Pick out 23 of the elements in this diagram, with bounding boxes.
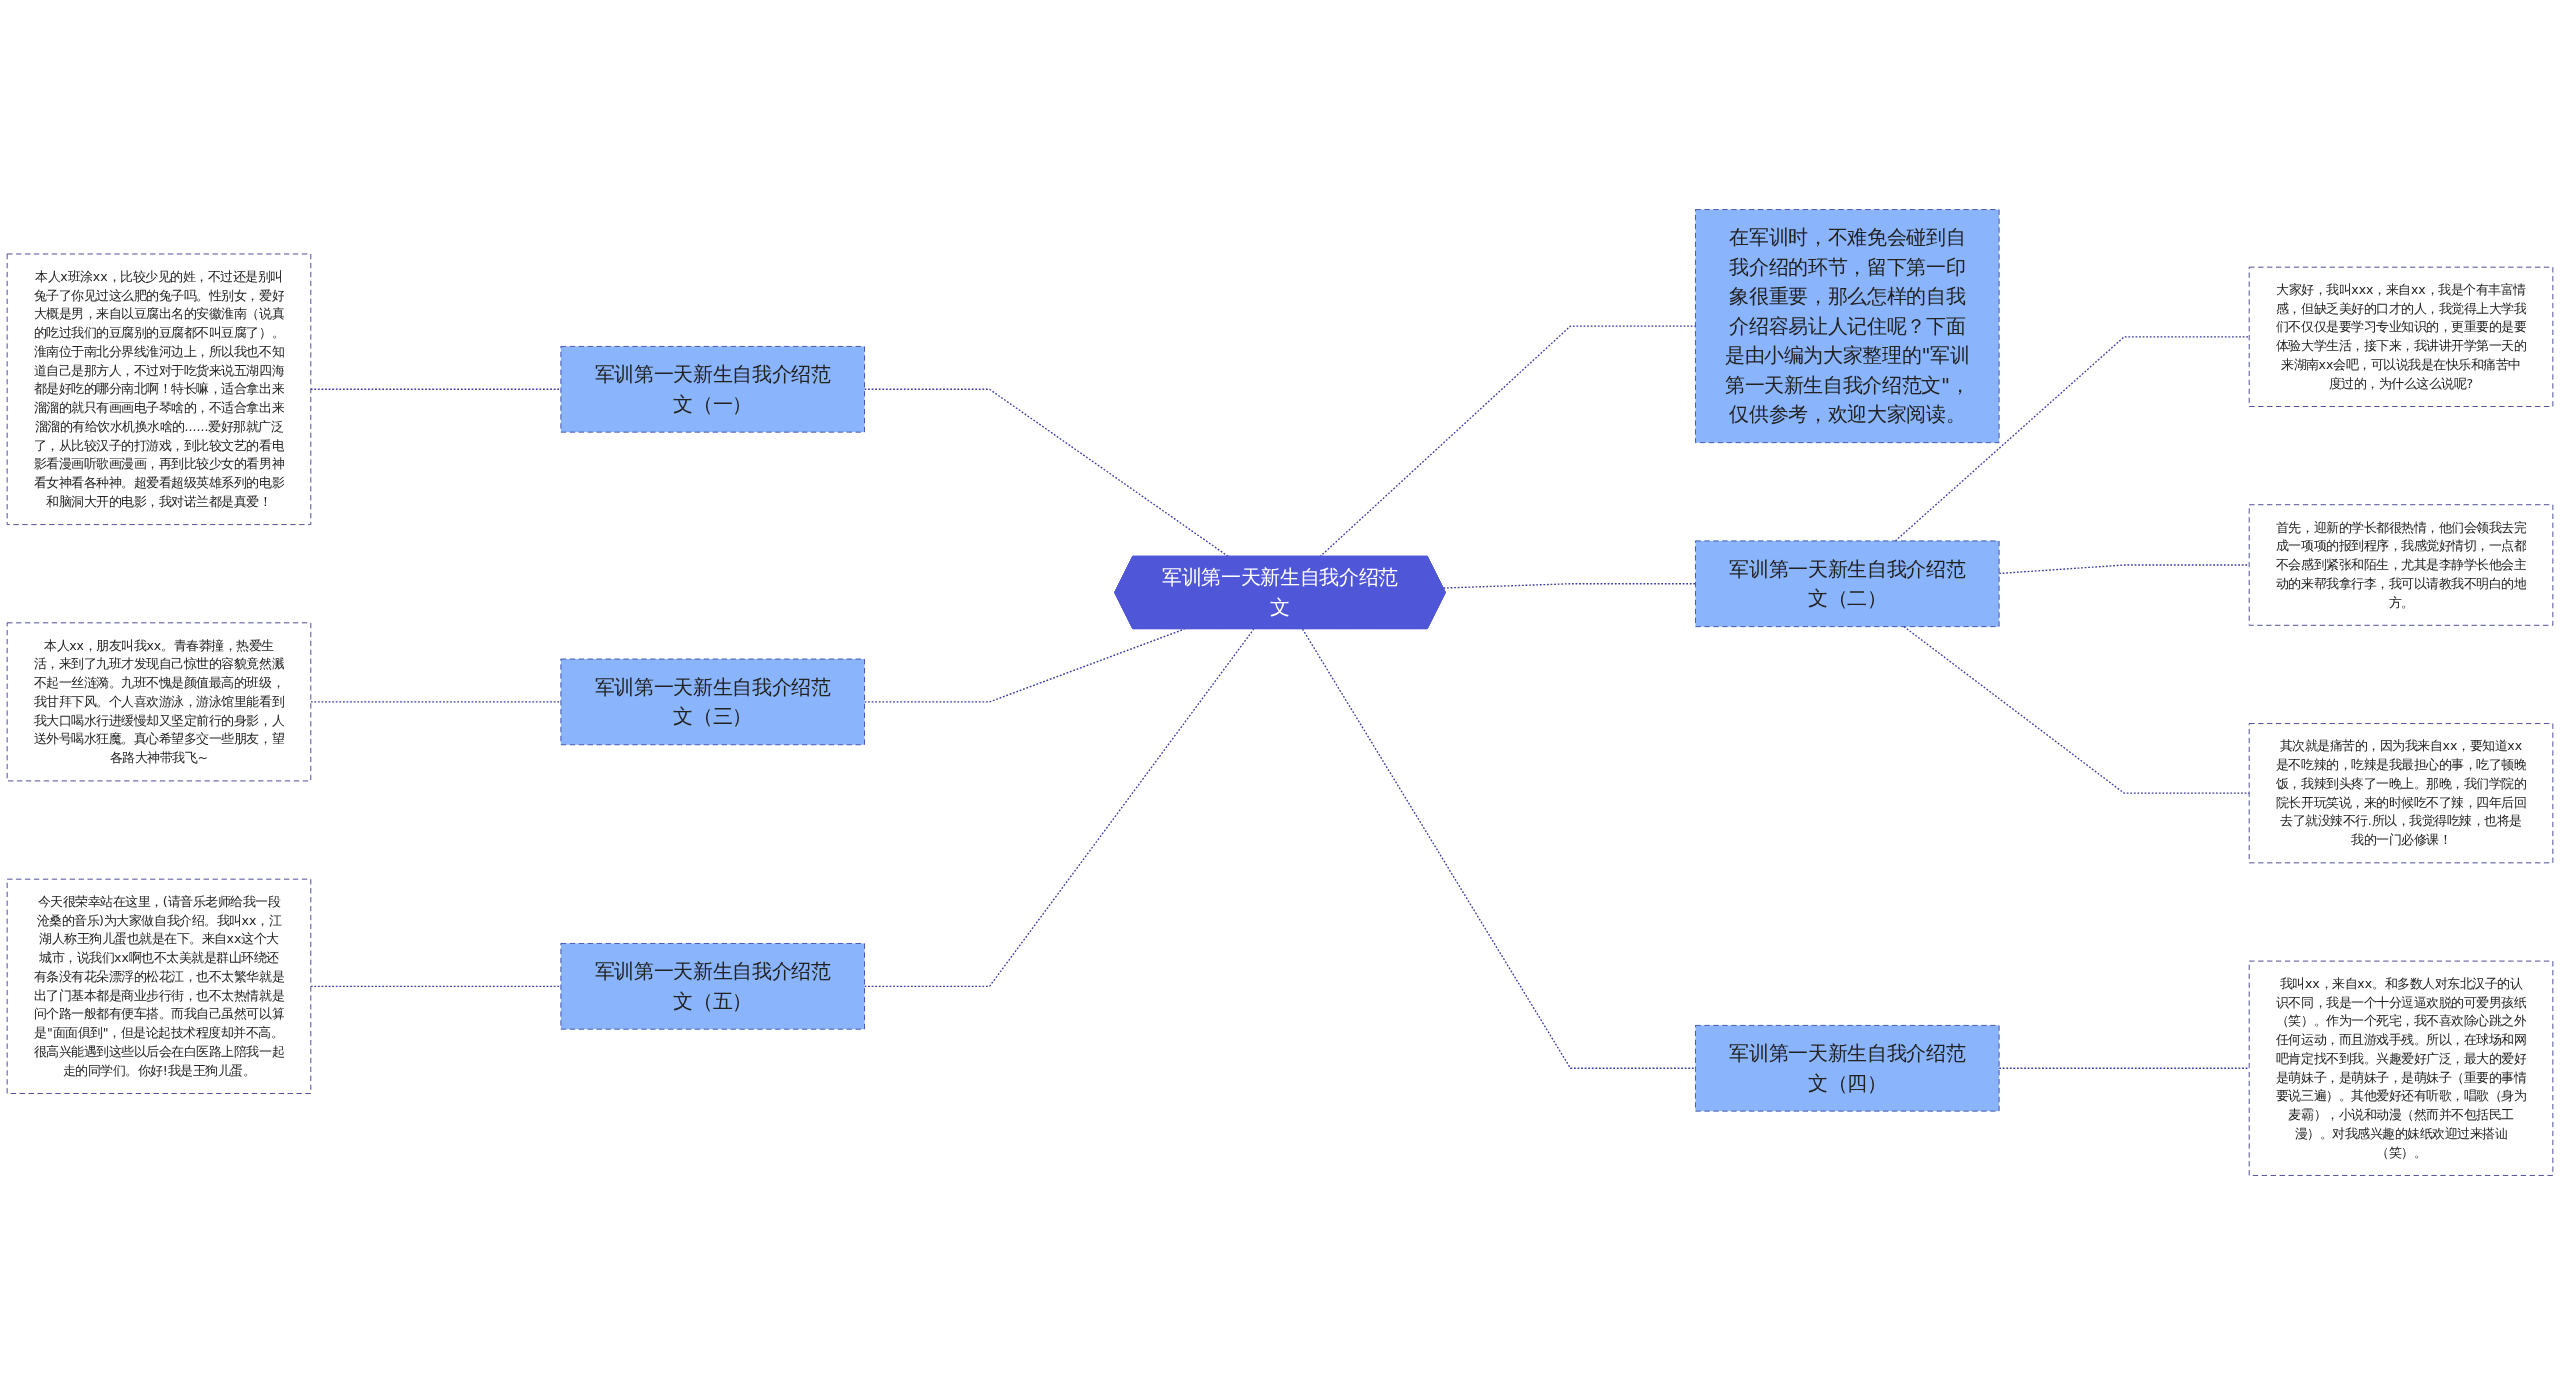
node-box: 首先，迎新的学长都很热情，他们会领我去完成一项项的报到程序，我感觉好情切，一点都不会感到紧张和陌生，尤其是李静学长他会主动的来帮我拿行李，我可以请教我不明白的地方。 — [2248, 504, 2554, 626]
connector — [310, 388, 562, 390]
node-box: 本人x班涂xx，比较少见的姓，不过还是别叫兔子了你见过这么肥的兔子吗。性别女，爱好大概是男，来自以豆腐出名的安徽淮南（说真的吃过我们的豆腐别的豆腐都不叫豆腐了）。淮南位于南北分界线淮河边上，所以我也不知道自己是那方人，不过对于吃货来说五湖四海都是好吃的哪分南北啊！特长嘛，适合拿出来溜溜的就只有画画电子琴啥的，不适合拿出来溜溜的有给饮水机换水啥的......爱好那就广泛了，从比较汉子的打游戏，到比较文艺的看电影看漫画听歌画漫画，再到比较少女的看男神看女神看各种神。超爱看超级英雄系列的电影和脑洞大开的电影，我对诺兰都是真爱！ — [6, 253, 312, 526]
connector — [863, 628, 1186, 703]
node-box: 大家好，我叫xxx，来自xx，我是个有丰富情感，但缺乏美好的口才的人，我觉得上大学我们不仅仅是要学习专业知识的，更重要的是要体验大学生活，接下来，我讲讲开学第一天的来湖南xx会吧，可以说我是在快乐和痛苦中度过的，为什么这么说呢? — [2248, 266, 2554, 407]
connector — [310, 985, 562, 987]
node-box: 在军训时，不难免会碰到自我介绍的环节，留下第一印象很重要，那么怎样的自我介绍容易让人记住呢？下面是由小编为大家整理的"军训第一天新生自我介绍范文"，仅供参考，欢迎大家阅读。 — [1695, 209, 2000, 444]
node-box: 今天很荣幸站在这里，(请音乐老师给我一段沧桑的音乐)为大家做自我介绍。我叫xx，江湖人称王狗儿蛋也就是在下。来自xx这个大城市，说我们xx啊也不太美就是群山环绕还有条没有花朵漂浮的松花江，也不太繁华就是出了门基本都是商业步行街，也不太热情就是问个路一般都有便车搭。而我自己虽然可以算是"面面俱到"，但是论起技术程度却并不高。很高兴能遇到这些以后会在白医路上陪我一起走的同学们。你好!我是王狗儿蛋。 — [6, 878, 312, 1094]
node-box: 军训第一天新生自我介绍范文（二） — [1695, 540, 2000, 628]
connector — [1301, 628, 1697, 1069]
connector — [863, 388, 1230, 558]
node-box: 军训第一天新生自我介绍范文（五） — [560, 943, 865, 1030]
node-box: 我叫xx，来自xx。和多数人对东北汉子的认识不同，我是一个十分逗逼欢脱的可爱男孩纸（笑）。作为一个死宅，我不喜欢除心跳之外任何运动，而且游戏手残。所以，在球场和网吧肯定找不到我。兴趣爱好广泛，最大的爱好是萌妹子，是萌妹子，是萌妹子（重要的事情要说三遍）。其他爱好还有听歌，唱歌（身为麦霸），小说和动漫（然而并不包括民工漫）。对我感兴趣的妹纸欢迎过来搭讪（笑）。 — [2248, 960, 2554, 1176]
connector — [1442, 583, 1697, 589]
connector — [1894, 336, 2250, 542]
connector — [1903, 625, 2250, 794]
node-box: 其次就是痛苦的，因为我来自xx，要知道xx是不吃辣的，吃辣是我最担心的事，吃了顿晚饭，我辣到头疼了一晚上。那晚，我们学院的院长开玩笑说，来的时候吃不了辣，四年后回去了就没辣不行.所以，我觉得吃辣，也将是我的一门必修课！ — [2248, 723, 2554, 864]
connector — [310, 701, 562, 703]
node-box: 军训第一天新生自我介绍范文（三） — [560, 658, 865, 746]
node-box: 本人xx，朋友叫我xx。青春莽撞，热爱生活，来到了九班才发现自己惊世的容貌竟然溅不起一丝涟漪。九班不愧是颜值最高的班级，我甘拜下风。个人喜欢游泳，游泳馆里能看到我大口喝水行进缓慢却又坚定前行的身影，人送外号喝水狂魔。真心希望多交一些朋友，望各路大神带我飞~ — [6, 622, 312, 782]
connector — [863, 628, 1255, 987]
node-box: 军训第一天新生自我介绍范文（一） — [560, 345, 865, 433]
node-box: 军训第一天新生自我介绍范文（四） — [1695, 1024, 2000, 1112]
